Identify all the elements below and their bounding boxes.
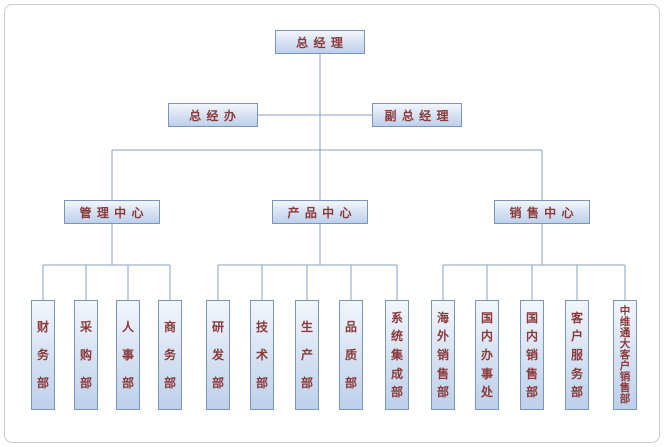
node-dept-finance: 财务部 xyxy=(31,300,55,410)
node-dept-customer-service: 客户服务部 xyxy=(565,300,589,410)
node-general-manager: 总 经 理 xyxy=(275,30,365,54)
node-center-product: 产 品 中 心 xyxy=(272,200,368,224)
node-deputy-gm: 副 总 经 理 xyxy=(372,103,462,127)
node-dept-business: 商务部 xyxy=(158,300,182,410)
node-dept-domestic-offices: 国内办事处 xyxy=(475,300,499,410)
node-dept-overseas-sales: 海外销售部 xyxy=(431,300,455,410)
node-dept-hr: 人事部 xyxy=(116,300,140,410)
node-dept-rd: 研发部 xyxy=(206,300,230,410)
node-dept-key-account-sales: 中维通大客户销售部 xyxy=(613,300,637,410)
node-center-management: 管 理 中 心 xyxy=(64,200,160,224)
node-dept-procurement: 采购部 xyxy=(74,300,98,410)
node-dept-domestic-sales: 国内销售部 xyxy=(520,300,544,410)
node-dept-system-integration: 系统集成部 xyxy=(385,300,409,410)
node-gm-office: 总 经 办 xyxy=(168,103,258,127)
node-dept-quality: 品质部 xyxy=(339,300,363,410)
node-center-sales: 销 售 中 心 xyxy=(494,200,590,224)
node-dept-technology: 技术部 xyxy=(250,300,274,410)
node-dept-production: 生产部 xyxy=(295,300,319,410)
